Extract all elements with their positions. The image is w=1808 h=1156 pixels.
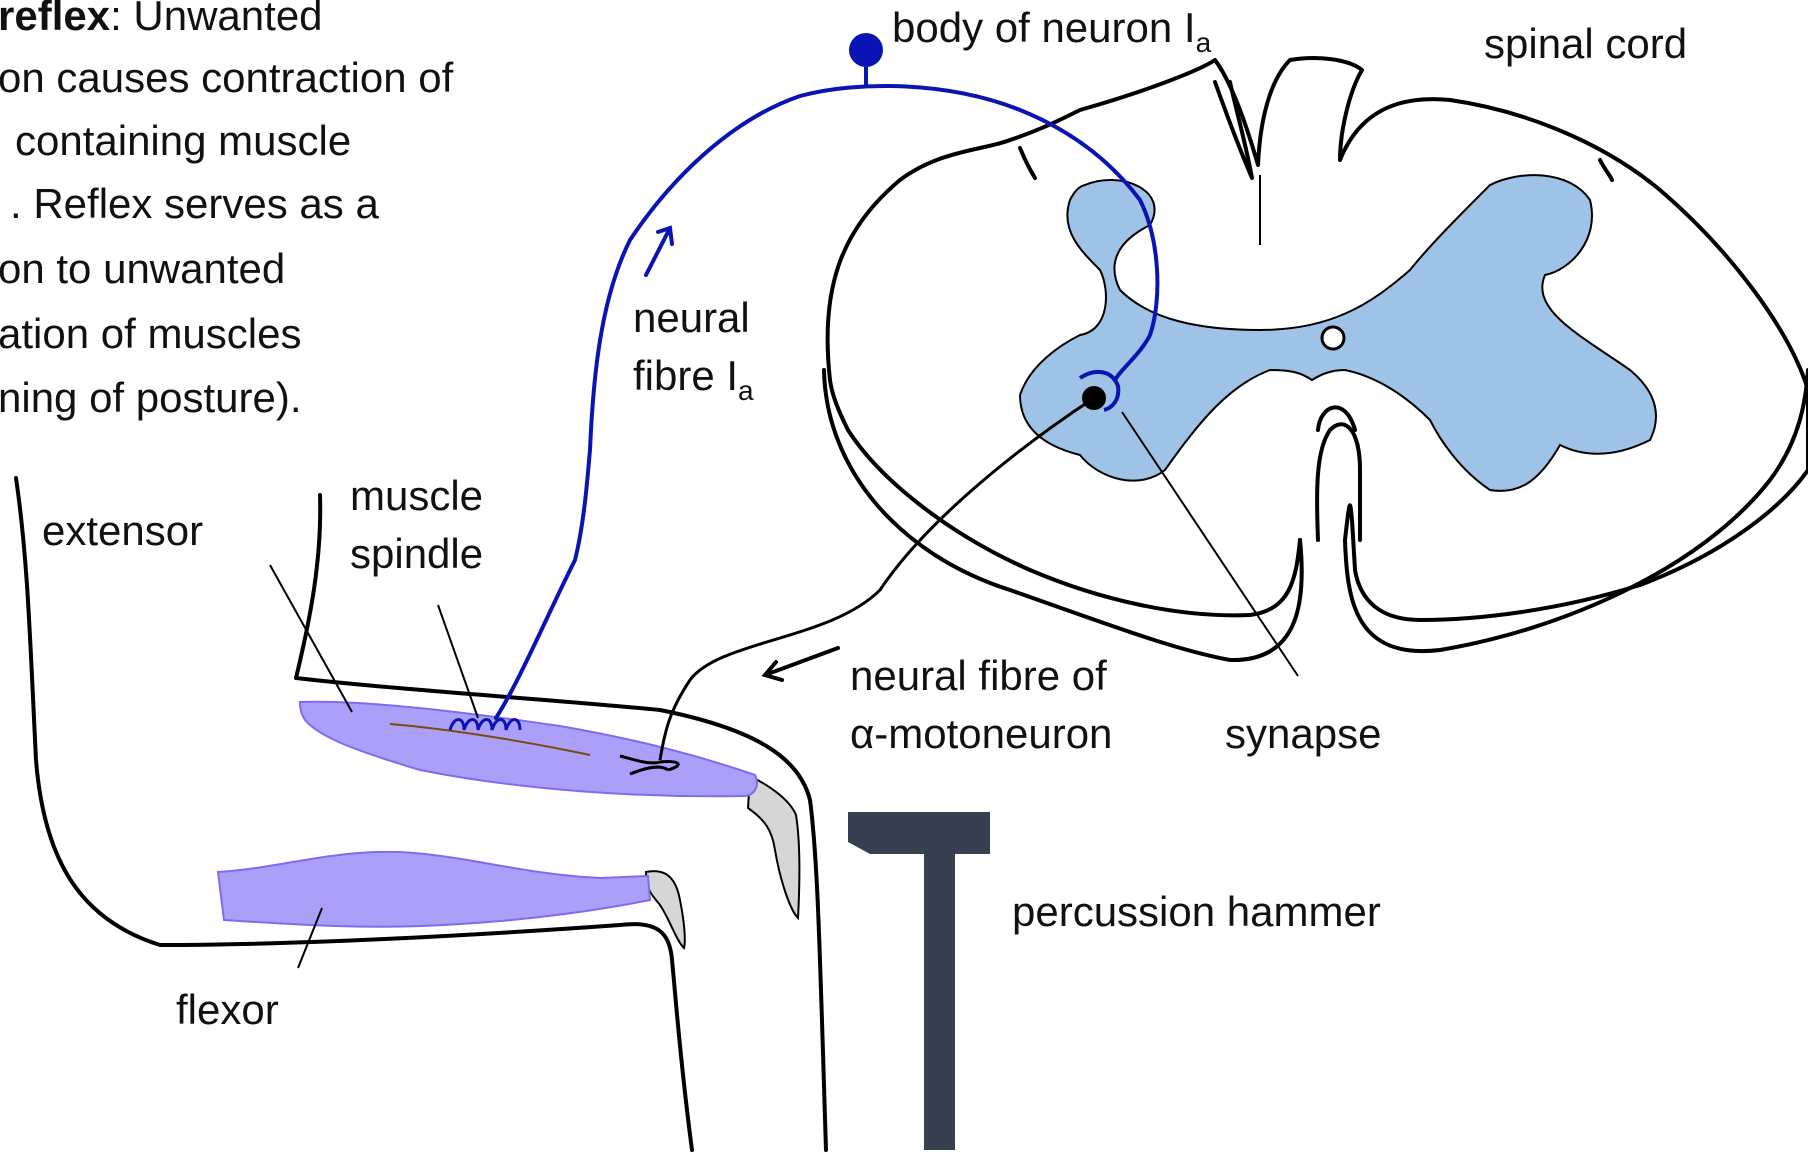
neural-fibre-label-2: fibre Ia [633, 352, 754, 406]
patellar-tendon [748, 776, 799, 918]
synapse-label: synapse [1225, 710, 1381, 757]
muscle-spindle-label-2: spindle [350, 530, 483, 577]
extensor-leader [270, 565, 352, 712]
sensory-direction-arrow [646, 228, 672, 275]
description-line-1: reflex: Unwanted [0, 0, 323, 39]
motoneuron-label-1: neural fibre of [850, 652, 1107, 699]
description-text: reflex: Unwanted on causes contraction o… [0, 0, 454, 421]
description-line-4: . Reflex serves as a [10, 180, 379, 227]
muscle-spindle-label-1: muscle [350, 472, 483, 519]
flexor-label: flexor [176, 986, 279, 1033]
central-canal [1322, 327, 1344, 349]
hammer-head [848, 812, 990, 1150]
motor-direction-arrow [765, 648, 838, 680]
dorsal-notch-left [1020, 148, 1035, 178]
extensor-label: extensor [42, 507, 203, 554]
body-of-neuron-label: body of neuron Ia [892, 4, 1212, 58]
flexor-muscle [218, 852, 650, 927]
spinal-cord-label: spinal cord [1484, 20, 1687, 67]
description-line-3: containing muscle [15, 117, 351, 164]
neuron-body [849, 33, 883, 67]
percussion-hammer-label: percussion hammer [1012, 888, 1381, 935]
neural-fibre-label-1: neural [633, 294, 750, 341]
dorsal-notch-right [1600, 160, 1612, 180]
spindle-leader [438, 605, 478, 718]
spinal-cord [824, 58, 1808, 660]
description-line-7: ning of posture). [0, 374, 302, 421]
leg [16, 478, 826, 1150]
motoneuron-label-2: α-motoneuron [850, 710, 1112, 757]
description-line-6: ation of muscles [0, 310, 301, 357]
motor-fibre-path [660, 398, 1094, 760]
description-line-5: on to unwanted [0, 245, 285, 292]
percussion-hammer [848, 812, 990, 1150]
description-line-2: on causes contraction of [0, 54, 454, 101]
leg-outline-back [16, 478, 692, 1150]
